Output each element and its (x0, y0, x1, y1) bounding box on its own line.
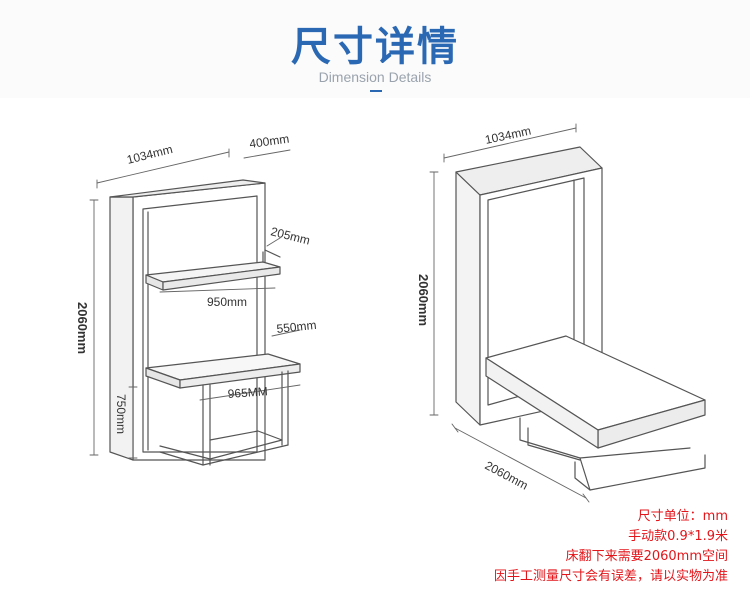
left-desk-width-label: 965MM (227, 384, 268, 401)
dimension-drawing: 1034mm 400mm 2060mm 205mm 950mm 550mm 96… (75, 123, 706, 503)
right-dimension-lines (429, 123, 590, 503)
left-height-label: 2060mm (75, 302, 90, 354)
right-bed-illustration (455, 146, 706, 491)
note-unit: 尺寸单位：mm (637, 509, 728, 524)
left-shelf-depth-label: 205mm (269, 224, 311, 247)
left-dimension-lines (89, 148, 301, 459)
note-model: 手动款0.9*1.9米 (628, 529, 728, 544)
page-title: 尺寸详情 (291, 24, 459, 70)
right-height-label: 2060mm (416, 274, 431, 326)
note-disclaimer: 因手工测量尺寸会有误差，请以实物为准 (493, 569, 728, 584)
right-bed-length-label: 2060mm (483, 458, 531, 492)
notes-block: 尺寸单位：mm 手动款0.9*1.9米 床翻下来需要2060mm空间 因手工测量… (494, 507, 728, 587)
left-desk-height-label: 750mm (114, 394, 128, 434)
left-desk-depth-label: 550mm (276, 318, 317, 336)
page-subtitle: Dimension Details (318, 69, 432, 85)
left-cabinet-illustration (109, 179, 301, 466)
title-underline (370, 90, 382, 92)
left-shelf-width-label: 950mm (207, 295, 247, 309)
left-depth-label: 400mm (248, 132, 290, 151)
left-width-label: 1034mm (125, 142, 174, 167)
header-band: 尺寸详情 Dimension Details (0, 0, 750, 98)
note-space: 床翻下来需要2060mm空间 (565, 549, 728, 564)
